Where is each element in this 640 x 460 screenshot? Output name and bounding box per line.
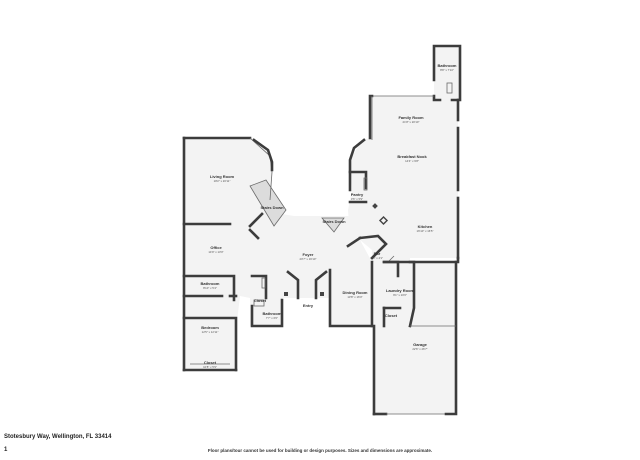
room-labels: Bathroom 8'8" x 7'10" Family Room 21'8" … <box>201 63 457 369</box>
disclaimer-text: Floor plans/tour cannot be used for buil… <box>207 448 433 453</box>
room-dim-bathroom-top: 8'8" x 7'10" <box>440 68 454 72</box>
page-number: 1 <box>4 447 8 453</box>
room-dim-bedroom: 12'5" x 12'11" <box>202 330 219 334</box>
room-dim-garage: 22'6" x 26'7" <box>412 347 427 351</box>
room-name-stairs-down-right: Stairs Down <box>322 219 346 224</box>
room-name-closet-laundry: Closet <box>385 313 398 318</box>
room-dim-foyer: 20'7" x 16'10" <box>300 257 317 261</box>
room-name-closet-bedroom: Closet <box>204 360 217 365</box>
room-name-bar: Bar <box>374 251 381 256</box>
room-name-bathroom-top: Bathroom <box>438 63 457 68</box>
room-dim-breakfast-nook: 14'4" x 9'8" <box>405 159 419 163</box>
room-dim-bathroom-center: 7'7" x 6'0" <box>266 316 278 320</box>
room-name-bedroom: Bedroom <box>201 325 219 330</box>
room-name-family-room: Family Room <box>398 115 424 120</box>
room-name-dining-room: Dining Room <box>343 290 368 295</box>
room-name-entry: Entry <box>303 303 314 308</box>
property-address: Stotesbury Way, Wellington, FL 33414 <box>4 434 112 440</box>
room-name-breakfast-nook: Breakfast Nook <box>397 154 427 159</box>
room-dim-family-room: 21'8" x 20'10" <box>403 120 420 124</box>
room-dim-office: 14'9" x 13'0" <box>208 250 223 254</box>
room-name-pantry: Pantry <box>351 192 364 197</box>
room-name-kitchen: Kitchen <box>418 224 433 229</box>
room-name-laundry-room: Laundry Room <box>386 288 415 293</box>
room-name-office: Office <box>210 245 222 250</box>
room-name-garage: Garage <box>413 342 428 347</box>
room-dim-living-room: 18'2" x 20'11" <box>214 179 231 183</box>
room-dim-kitchen: 16'10" x 16'5" <box>417 229 434 233</box>
room-name-foyer: Foyer <box>303 252 314 257</box>
room-dim-bathroom-left: 8'10" x 5'4" <box>203 286 217 290</box>
room-name-living-room: Living Room <box>210 174 235 179</box>
room-dim-bar: 7'6" x 4'1" <box>371 256 383 260</box>
room-name-stairs-down-left: Stairs Down <box>260 205 284 210</box>
room-dim-laundry-room: 9'1" x 10'0" <box>393 293 407 297</box>
room-dim-pantry: 3'6" x 5'9" <box>351 197 363 201</box>
floor-fills <box>184 46 460 414</box>
room-name-closet-center: Closet <box>254 298 267 303</box>
room-name-bathroom-left: Bathroom <box>201 281 220 286</box>
room-name-bathroom-center: Bathroom <box>263 311 282 316</box>
walls <box>182 44 462 416</box>
room-dim-dining-room: 13'8" x 16'0" <box>347 295 362 299</box>
room-dim-closet-bedroom: 10'8" x 5'9" <box>203 365 217 369</box>
